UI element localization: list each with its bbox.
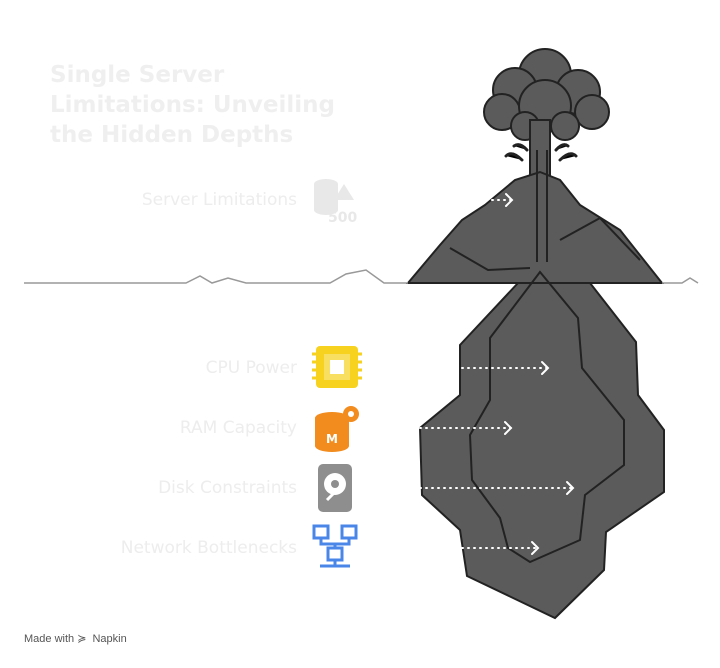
water-line xyxy=(24,269,699,284)
label-cpu-power: CPU Power xyxy=(205,358,297,378)
page-title: Single Server Limitations: Unveiling the… xyxy=(50,62,335,148)
ram-letter: M xyxy=(326,432,338,446)
eruption-sparks xyxy=(504,143,578,162)
network-topology-icon xyxy=(312,524,358,568)
memory-database-icon: M xyxy=(315,406,359,452)
label-disk-constraints: Disk Constraints xyxy=(158,478,297,498)
inner-contour xyxy=(468,270,625,564)
cpu-chip-icon xyxy=(312,346,362,388)
footer-prefix: Made with xyxy=(24,633,75,645)
connector-arrows xyxy=(359,193,575,555)
footer-brand: Napkin xyxy=(92,633,127,645)
label-ram-capacity: RAM Capacity xyxy=(179,418,297,438)
napkin-logo-icon: ≽ xyxy=(77,633,87,645)
error-code-500: 500 xyxy=(328,210,357,226)
hard-disk-icon xyxy=(318,464,352,512)
volcano-peak xyxy=(405,170,665,284)
lava-stream xyxy=(449,150,641,272)
underwater-mass xyxy=(418,282,665,620)
label-network-bottlenecks: Network Bottlenecks xyxy=(120,538,297,558)
server-error-500-icon: 500 xyxy=(314,179,357,226)
footer-credit: Made with ≽ Napkin xyxy=(24,632,127,645)
label-server-limitations: Server Limitations xyxy=(141,190,297,210)
